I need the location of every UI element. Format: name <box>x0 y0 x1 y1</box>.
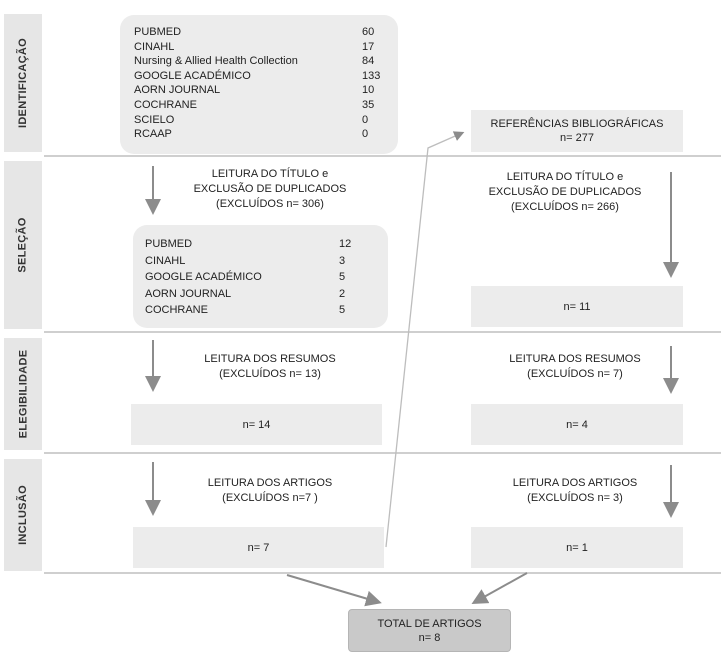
database-count: 5 <box>339 304 346 316</box>
database-count: 84 <box>362 55 375 68</box>
step-line: (EXCLUÍDOS n= 306) <box>216 198 324 210</box>
database-row: GOOGLE ACADÉMICO 133 <box>134 69 380 84</box>
divider-selecao <box>44 331 721 333</box>
references-text: REFERÊNCIAS BIBLIOGRÁFICAS n= 277 <box>471 110 683 152</box>
selected-row: GOOGLE ACADÉMICO 5 <box>145 269 351 286</box>
left-eligibility-result: n= 14 <box>131 404 382 445</box>
divider-elegibilidade <box>44 452 721 454</box>
database-name: COCHRANE <box>134 98 197 111</box>
database-name: GOOGLE ACADÉMICO <box>145 271 262 283</box>
arrow-left-to-references <box>385 131 465 548</box>
total-count: n= 8 <box>418 631 441 644</box>
database-count: 10 <box>362 84 375 97</box>
selected-row: CINAHL 3 <box>145 253 351 270</box>
step-line: LEITURA DOS ARTIGOS <box>512 477 638 489</box>
selected-row: COCHRANE 5 <box>145 302 351 319</box>
database-count: 2 <box>339 287 346 300</box>
database-name: SCIELO <box>134 113 175 126</box>
database-count: 133 <box>362 69 381 82</box>
right-eligibility-step: LEITURA DOS RESUMOS (EXCLUÍDOS n= 7) <box>475 352 675 382</box>
references-count: n= 277 <box>560 132 594 144</box>
database-name: COCHRANE <box>145 304 208 316</box>
database-row: AORN JOURNAL 10 <box>134 83 380 98</box>
step-line: LEITURA DOS RESUMOS <box>509 353 641 365</box>
right-inclusion-result: n= 1 <box>471 527 683 568</box>
stage-inclusao: INCLUSÃO <box>4 459 42 571</box>
divider-identificacao <box>44 155 721 157</box>
database-name: RCAAP <box>134 128 172 141</box>
selected-databases-box <box>133 225 388 328</box>
database-name: CINAHL <box>145 254 186 267</box>
total-title: TOTAL DE ARTIGOS <box>377 617 482 630</box>
right-selection-step: LEITURA DO TÍTULO e EXCLUSÃO DE DUPLICAD… <box>465 170 665 215</box>
database-row: COCHRANE 35 <box>134 98 380 113</box>
database-count: 0 <box>362 128 369 141</box>
left-inclusion-result: n= 7 <box>133 527 384 568</box>
step-line: (EXCLUÍDOS n= 13) <box>219 368 321 380</box>
step-line: (EXCLUÍDOS n=7 ) <box>222 492 318 504</box>
databases-list: PUBMED 60 CINAHL 17 Nursing & Allied Healt… <box>134 25 380 142</box>
database-row: Nursing & Allied Health Collection 84 <box>134 54 380 69</box>
database-name: CINAHL <box>134 40 175 53</box>
right-eligibility-result-text: n= 4 <box>566 418 588 431</box>
selected-databases-list: PUBMED 12 CINAHL 3 GOOGLE ACADÉMICO 5 AORN … <box>145 236 351 319</box>
selected-row: PUBMED 12 <box>145 236 351 253</box>
database-name: AORN JOURNAL <box>134 84 221 97</box>
step-line: LEITURA DO TÍTULO e <box>506 171 624 183</box>
stage-identificacao: IDENTIFICAÇÃO <box>4 14 42 152</box>
arrow-right-to-total <box>471 572 528 604</box>
divider-inclusao <box>44 572 721 574</box>
step-line: (EXCLUÍDOS n= 3) <box>527 492 623 504</box>
database-count: 0 <box>362 113 369 126</box>
database-count: 35 <box>362 98 375 111</box>
database-name: Nursing & Allied Health Collection <box>134 55 298 68</box>
right-inclusion-step: LEITURA DOS ARTIGOS (EXCLUÍDOS n= 3) <box>475 476 675 506</box>
database-name: PUBMED <box>134 26 182 38</box>
right-selection-result: n= 11 <box>471 286 683 327</box>
step-line: EXCLUSÃO DE DUPLICADOS <box>488 186 642 198</box>
database-name: GOOGLE ACADÉMICO <box>134 69 251 82</box>
left-inclusion-result-text: n= 7 <box>247 541 270 554</box>
right-selection-result-text: n= 11 <box>563 300 591 313</box>
database-count: 5 <box>339 271 346 283</box>
references-box: REFERÊNCIAS BIBLIOGRÁFICAS n= 277 <box>471 110 683 152</box>
stage-selecao: SELEÇÃO <box>4 161 42 329</box>
databases-box <box>120 15 398 154</box>
step-line: EXCLUSÃO DE DUPLICADOS <box>193 183 347 195</box>
left-eligibility-result-text: n= 14 <box>242 418 271 431</box>
stage-elegibilidade: ELEGIBILIDADE <box>4 338 42 450</box>
left-selection-step: LEITURA DO TÍTULO e EXCLUSÃO DE DUPLICAD… <box>160 167 380 212</box>
references-title: REFERÊNCIAS BIBLIOGRÁFICAS <box>490 118 664 130</box>
step-line: (EXCLUÍDOS n= 266) <box>511 201 619 213</box>
total-box: TOTAL DE ARTIGOS n= 8 <box>348 609 511 652</box>
step-line: (EXCLUÍDOS n= 7) <box>527 368 623 380</box>
step-line: LEITURA DO TÍTULO e <box>211 168 329 180</box>
right-inclusion-result-text: n= 1 <box>566 541 588 554</box>
step-line: LEITURA DOS RESUMOS <box>204 353 336 365</box>
total-text: TOTAL DE ARTIGOS n= 8 <box>349 610 510 651</box>
right-eligibility-result: n= 4 <box>471 404 683 445</box>
database-count: 17 <box>362 40 375 53</box>
database-row: SCIELO 0 <box>134 113 380 128</box>
left-inclusion-step: LEITURA DOS ARTIGOS (EXCLUÍDOS n=7 ) <box>160 476 380 506</box>
left-eligibility-step: LEITURA DOS RESUMOS (EXCLUÍDOS n= 13) <box>160 352 380 382</box>
database-count: 3 <box>339 254 346 267</box>
database-count: 12 <box>339 238 352 250</box>
step-line: LEITURA DOS ARTIGOS <box>207 477 333 489</box>
arrow-left-to-total <box>286 574 382 607</box>
database-name: AORN JOURNAL <box>145 287 232 300</box>
database-row: CINAHL 17 <box>134 40 380 55</box>
database-row: PUBMED 60 <box>134 25 380 40</box>
selected-row: AORN JOURNAL 2 <box>145 286 351 303</box>
database-row: RCAAP 0 <box>134 127 380 142</box>
database-name: PUBMED <box>145 238 193 250</box>
database-count: 60 <box>362 26 375 38</box>
